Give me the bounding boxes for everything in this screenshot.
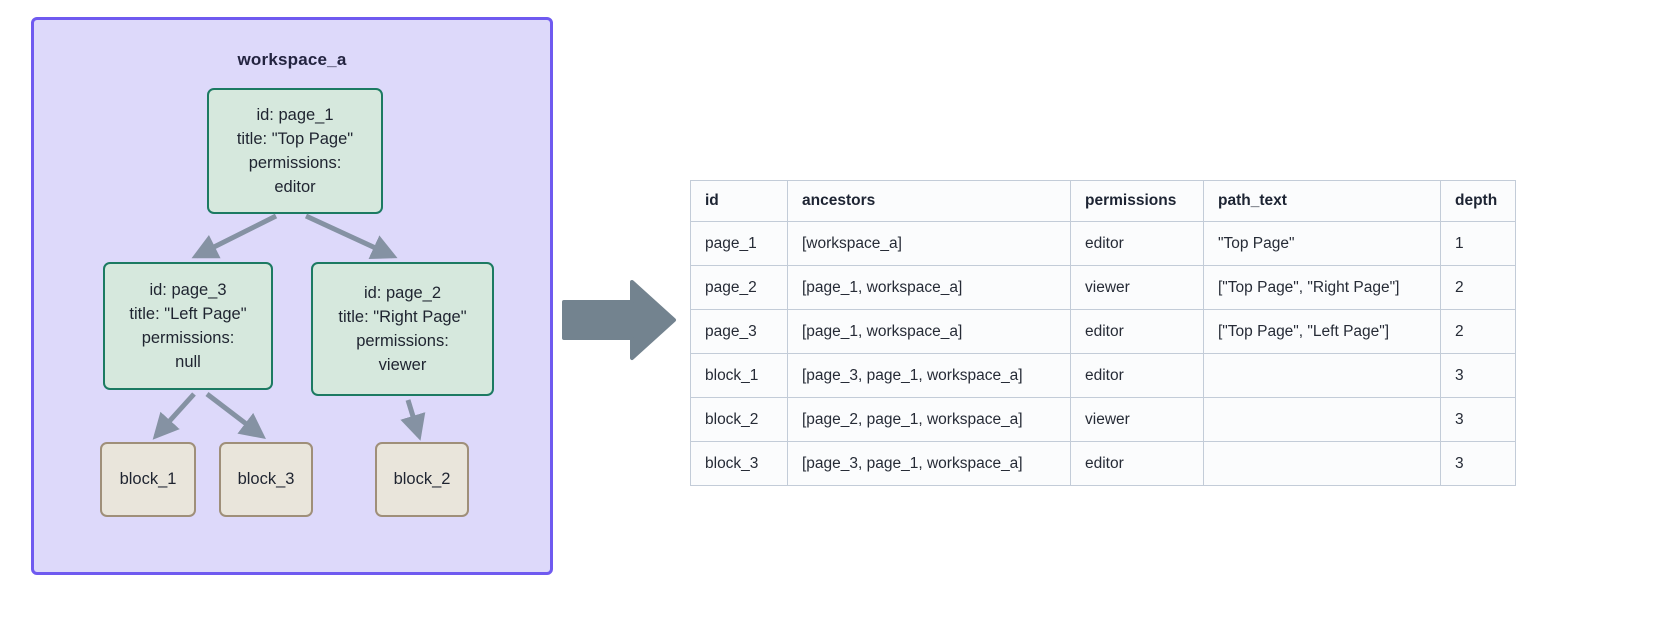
cell-id: block_3: [690, 441, 788, 486]
table-row[interactable]: block_3 [page_3, page_1, workspace_a] ed…: [690, 441, 1516, 486]
node-block-3-label: block_3: [237, 470, 295, 488]
cell-ancestors: [page_3, page_1, workspace_a]: [787, 441, 1071, 486]
cell-depth: 2: [1440, 309, 1516, 354]
cell-depth: 3: [1440, 353, 1516, 398]
cell-ancestors: [page_1, workspace_a]: [787, 265, 1071, 310]
node-page-2[interactable]: id: page_2 title: "Right Page" permissio…: [311, 262, 494, 396]
column-header-ancestors[interactable]: ancestors: [787, 180, 1071, 222]
node-page-2-perm-label: permissions:: [356, 332, 449, 350]
column-header-id[interactable]: id: [690, 180, 788, 222]
node-block-2-label: block_2: [393, 470, 451, 488]
node-page-1-id: id: page_1: [256, 105, 334, 124]
cell-permissions: viewer: [1070, 397, 1204, 442]
cell-depth: 2: [1440, 265, 1516, 310]
table-row[interactable]: page_3 [page_1, workspace_a] editor ["To…: [690, 309, 1516, 354]
workspace-title: workspace_a: [237, 50, 347, 69]
node-block-3[interactable]: block_3: [219, 442, 313, 517]
node-page-3-id: id: page_3: [149, 280, 227, 299]
cell-permissions: editor: [1070, 309, 1204, 354]
node-page-1[interactable]: id: page_1 title: "Top Page" permissions…: [207, 88, 383, 214]
cell-path-text: ["Top Page", "Left Page"]: [1203, 309, 1441, 354]
node-page-3-title: title: "Left Page": [129, 304, 247, 323]
column-header-permissions[interactable]: permissions: [1070, 180, 1204, 222]
node-page-2-title: title: "Right Page": [338, 307, 467, 326]
cell-id: block_1: [690, 353, 788, 398]
cell-ancestors: [page_1, workspace_a]: [787, 309, 1071, 354]
table-row[interactable]: page_1 [workspace_a] editor "Top Page" 1: [690, 221, 1516, 266]
column-header-path-text[interactable]: path_text: [1203, 180, 1441, 222]
table-row[interactable]: block_1 [page_3, page_1, workspace_a] ed…: [690, 353, 1516, 398]
node-page-3-perm-value: null: [175, 353, 201, 372]
cell-ancestors: [page_2, page_1, workspace_a]: [787, 397, 1071, 442]
node-page-1-title: title: "Top Page": [236, 129, 354, 148]
cell-id: page_3: [690, 309, 788, 354]
node-block-1-label: block_1: [119, 470, 177, 488]
result-table: id ancestors permissions path_text depth…: [690, 180, 1516, 486]
node-page-1-perm-value: editor: [274, 178, 316, 197]
node-page-3[interactable]: id: page_3 title: "Left Page" permission…: [103, 262, 273, 390]
cell-path-text: ["Top Page", "Right Page"]: [1203, 265, 1441, 310]
node-block-2[interactable]: block_2: [375, 442, 469, 517]
cell-id: block_2: [690, 397, 788, 442]
cell-depth: 3: [1440, 397, 1516, 442]
cell-path-text: "Top Page": [1203, 221, 1441, 266]
cell-id: page_2: [690, 265, 788, 310]
flow-arrow-icon: [562, 280, 676, 360]
cell-depth: 3: [1440, 441, 1516, 486]
table-header-row: id ancestors permissions path_text depth: [690, 180, 1516, 222]
cell-permissions: editor: [1070, 353, 1204, 398]
cell-id: page_1: [690, 221, 788, 266]
cell-permissions: viewer: [1070, 265, 1204, 310]
cell-ancestors: [page_3, page_1, workspace_a]: [787, 353, 1071, 398]
cell-path-text: [1203, 441, 1441, 486]
column-header-depth[interactable]: depth: [1440, 180, 1516, 222]
cell-path-text: [1203, 397, 1441, 442]
cell-path-text: [1203, 353, 1441, 398]
node-block-1[interactable]: block_1: [100, 442, 196, 517]
cell-depth: 1: [1440, 221, 1516, 266]
cell-ancestors: [workspace_a]: [787, 221, 1071, 266]
node-page-3-perm-label: permissions:: [141, 329, 235, 347]
table-row[interactable]: page_2 [page_1, workspace_a] viewer ["To…: [690, 265, 1516, 310]
cell-permissions: editor: [1070, 441, 1204, 486]
node-page-1-perm-label: permissions:: [248, 154, 342, 172]
cell-permissions: editor: [1070, 221, 1204, 266]
node-page-2-id: id: page_2: [363, 283, 442, 302]
table-row[interactable]: block_2 [page_2, page_1, workspace_a] vi…: [690, 397, 1516, 442]
node-page-2-perm-value: viewer: [378, 356, 427, 375]
